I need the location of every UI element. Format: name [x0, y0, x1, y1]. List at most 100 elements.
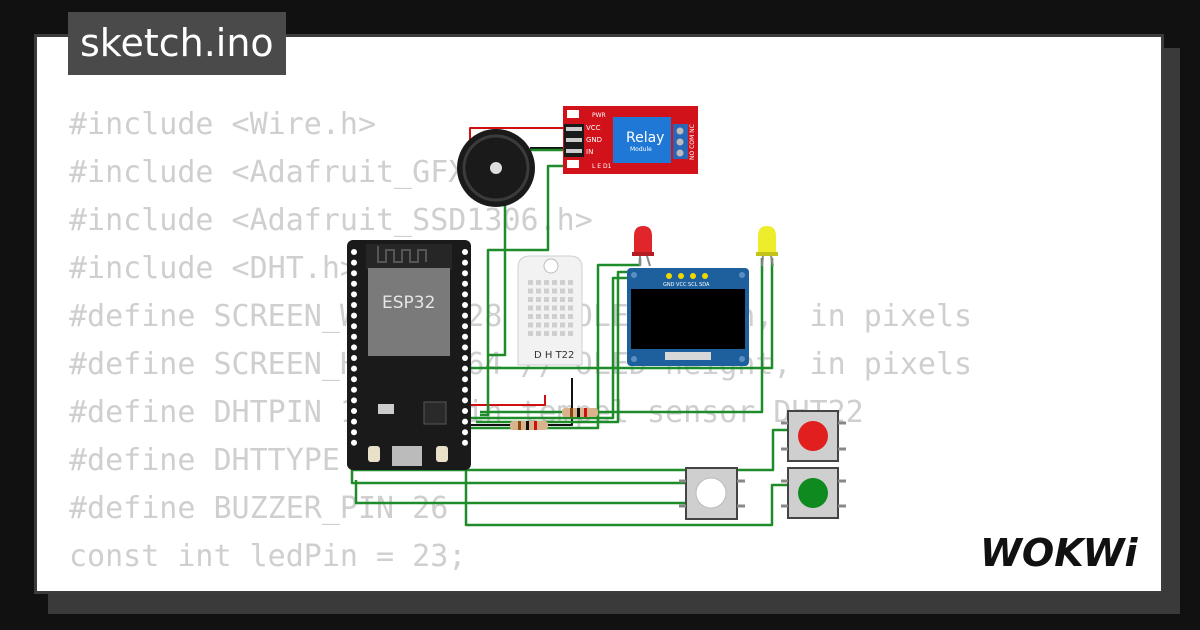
relay-pwr-label: PWR	[592, 112, 606, 119]
led-red[interactable]	[632, 226, 654, 267]
pushbutton-green[interactable]	[781, 467, 846, 519]
dht-vent-hole	[544, 331, 549, 336]
pushbutton-white[interactable]	[679, 467, 745, 520]
esp32-pin[interactable]	[351, 323, 357, 330]
relay-module[interactable]: PWR VCC GND IN L E D1 Relay Module NO CO…	[563, 106, 698, 174]
relay-led-label: L E D1	[592, 163, 612, 170]
dht-vent-hole	[552, 322, 557, 328]
wokwi-logo-text: WOKWi	[980, 531, 1139, 575]
esp32-pin[interactable]	[462, 302, 468, 308]
esp32-board[interactable]: ESP32	[347, 240, 471, 470]
esp32-pin[interactable]	[462, 355, 468, 361]
esp32-pin[interactable]	[351, 312, 357, 319]
esp32-pin[interactable]	[462, 259, 468, 266]
code-line: #define BUZZER_PIN 26	[69, 491, 449, 526]
esp32-pins-left	[351, 249, 357, 446]
esp32-pin[interactable]	[351, 429, 357, 436]
relay-title: Relay	[626, 130, 664, 146]
esp32-pin[interactable]	[462, 323, 468, 330]
dht-vent-hole	[560, 322, 565, 328]
esp32-pin[interactable]	[351, 280, 357, 287]
dht-vent-hole	[560, 288, 565, 294]
esp32-pin[interactable]	[351, 386, 357, 393]
dht-vent-hole	[536, 280, 541, 285]
dht-vent-hole	[528, 288, 533, 294]
esp32-pin[interactable]	[351, 259, 357, 266]
relay-subtitle: Module	[630, 146, 652, 153]
esp32-pin[interactable]	[351, 291, 357, 298]
dht-vent-hole	[528, 331, 533, 336]
esp32-pin[interactable]	[462, 291, 468, 298]
esp32-pin[interactable]	[462, 280, 468, 287]
esp32-pin[interactable]	[351, 397, 357, 404]
oled-display[interactable]: GND VCC SCL SDA	[627, 268, 749, 366]
resistor[interactable]	[562, 408, 598, 417]
code-line: const int ledPin = 23;	[69, 539, 467, 574]
dht22-sensor[interactable]: D H T22	[517, 255, 583, 366]
wire[interactable]	[462, 378, 573, 426]
wire[interactable]	[462, 258, 774, 370]
buzzer[interactable]	[457, 129, 535, 207]
code-line: #include <Adafruit_SSD1306.h>	[69, 203, 593, 238]
esp32-pin[interactable]	[462, 429, 468, 436]
esp32-pin[interactable]	[462, 418, 468, 425]
dht-vent-hole	[544, 288, 549, 294]
dht-vent-hole	[560, 305, 565, 311]
resistor[interactable]	[510, 421, 548, 430]
code-line: #include <DHT.h>	[69, 251, 358, 286]
dht-vent-hole	[536, 297, 541, 302]
wire[interactable]	[354, 480, 688, 505]
code-editor: #include <Wire.h>#include <Adafruit_GFX.…	[69, 101, 972, 591]
sketch-filename-tab[interactable]: sketch.ino	[68, 12, 286, 75]
wire[interactable]	[350, 470, 688, 485]
esp32-label: ESP32	[382, 293, 435, 313]
dht-vent-hole	[544, 305, 549, 311]
esp32-pin[interactable]	[462, 397, 468, 404]
dht-vent-hole	[552, 280, 557, 285]
dht-vent-hole	[536, 288, 541, 294]
esp32-pin[interactable]	[462, 408, 468, 414]
wire[interactable]	[488, 148, 565, 357]
esp32-pin[interactable]	[462, 344, 468, 351]
esp32-pin[interactable]	[351, 418, 357, 425]
wire[interactable]	[480, 164, 565, 417]
esp32-pin[interactable]	[351, 249, 357, 255]
wire[interactable]	[464, 470, 788, 527]
esp32-pin[interactable]	[462, 386, 468, 393]
dht-vent-hole	[528, 297, 533, 302]
esp32-pin[interactable]	[351, 270, 357, 277]
esp32-pin[interactable]	[462, 376, 468, 383]
esp32-pin[interactable]	[462, 333, 468, 340]
esp32-pin[interactable]	[351, 439, 357, 446]
dht-vent-hole	[528, 305, 533, 311]
wire[interactable]	[462, 395, 546, 406]
dht-vent-hole	[560, 331, 565, 336]
pushbutton-red[interactable]	[781, 410, 846, 462]
dht-vent-hole	[568, 331, 573, 336]
oled-pin-labels: GND VCC SCL SDA	[663, 282, 710, 288]
esp32-pin[interactable]	[462, 249, 468, 255]
esp32-pin[interactable]	[462, 312, 468, 319]
code-line: #include <Wire.h>	[69, 107, 377, 142]
esp32-pin[interactable]	[462, 439, 468, 446]
esp32-pin[interactable]	[351, 365, 357, 372]
esp32-pin[interactable]	[351, 333, 357, 340]
dht-vent-hole	[552, 314, 557, 319]
esp32-pin[interactable]	[351, 408, 357, 414]
esp32-pin[interactable]	[351, 344, 357, 351]
esp32-pins-right	[462, 249, 468, 446]
dht-vent-hole	[552, 288, 557, 294]
led-yellow[interactable]	[756, 226, 778, 267]
esp32-pin[interactable]	[351, 302, 357, 308]
esp32-pin[interactable]	[351, 355, 357, 361]
esp32-pin[interactable]	[351, 376, 357, 383]
esp32-pin[interactable]	[462, 270, 468, 277]
dht-vent-hole	[544, 280, 549, 285]
relay-side-label: NO COM NC	[689, 124, 696, 160]
dht-vent-hole	[528, 314, 533, 319]
esp32-pin[interactable]	[462, 365, 468, 372]
dht-vent-hole	[528, 322, 533, 328]
dht-vent-hole	[568, 288, 573, 294]
dht-vent-hole	[536, 305, 541, 311]
